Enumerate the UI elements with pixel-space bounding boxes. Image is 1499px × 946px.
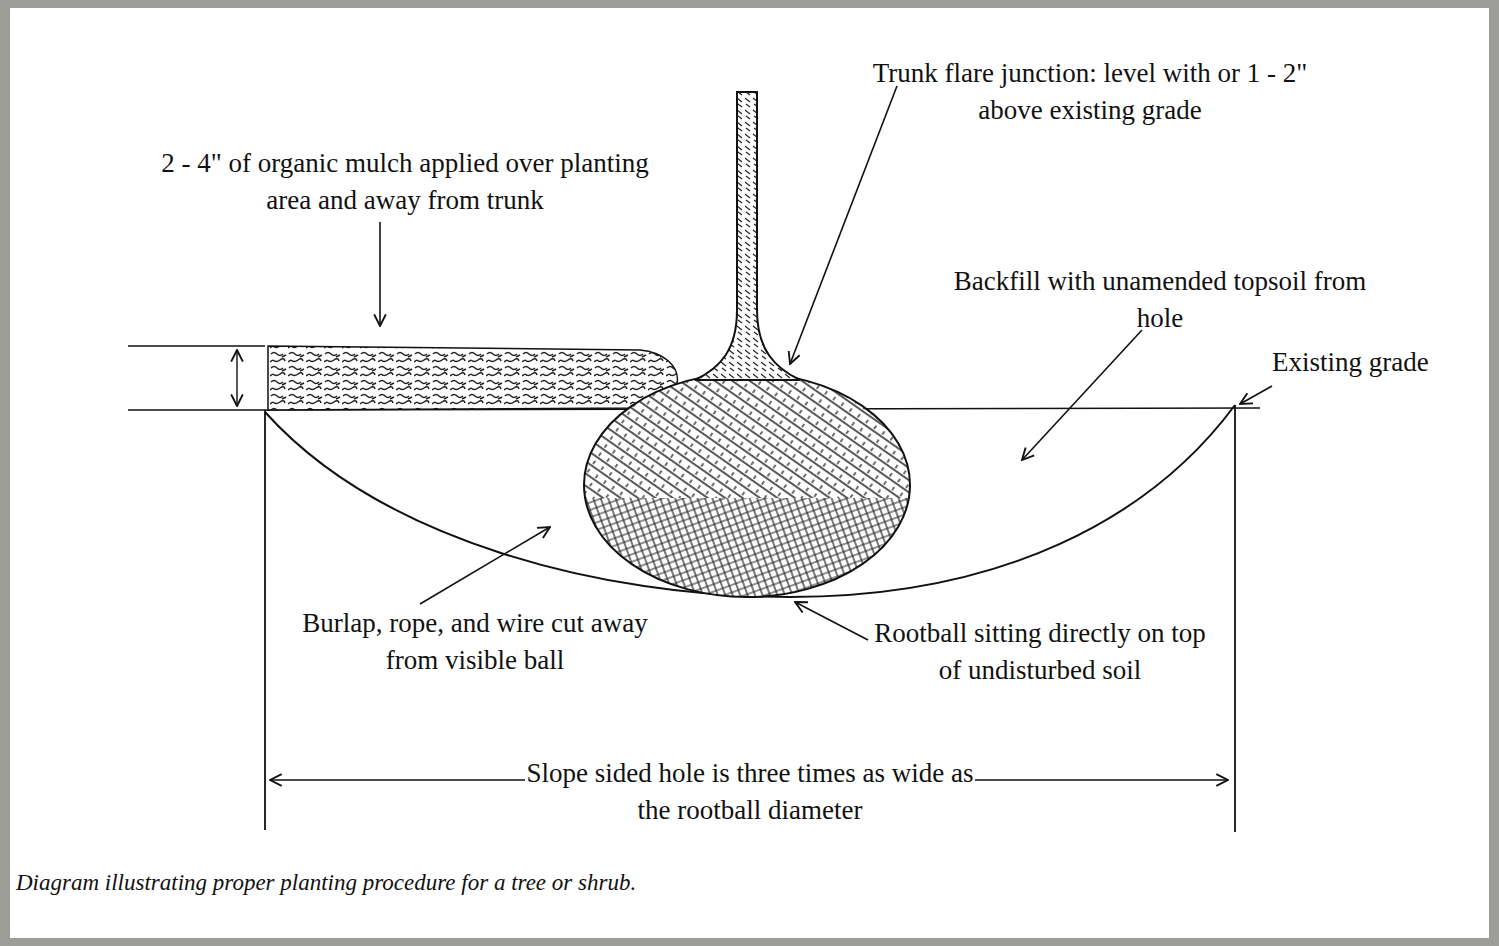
- grade-label: Existing grade: [1272, 344, 1429, 381]
- figure-caption: Diagram illustrating proper planting pro…: [16, 870, 636, 896]
- rootball-note: Rootball sitting directly on top of undi…: [865, 615, 1215, 689]
- burlap-note: Burlap, rope, and wire cut away from vis…: [290, 605, 660, 679]
- backfill-note: Backfill with unamended topsoil from hol…: [935, 263, 1385, 337]
- trunk-flare-note: Trunk flare junction: level with or 1 - …: [855, 55, 1325, 129]
- mulch-note: 2 - 4" of organic mulch applied over pla…: [160, 145, 650, 219]
- hole-width-dimension: Slope sided hole is three times as wide …: [525, 755, 975, 829]
